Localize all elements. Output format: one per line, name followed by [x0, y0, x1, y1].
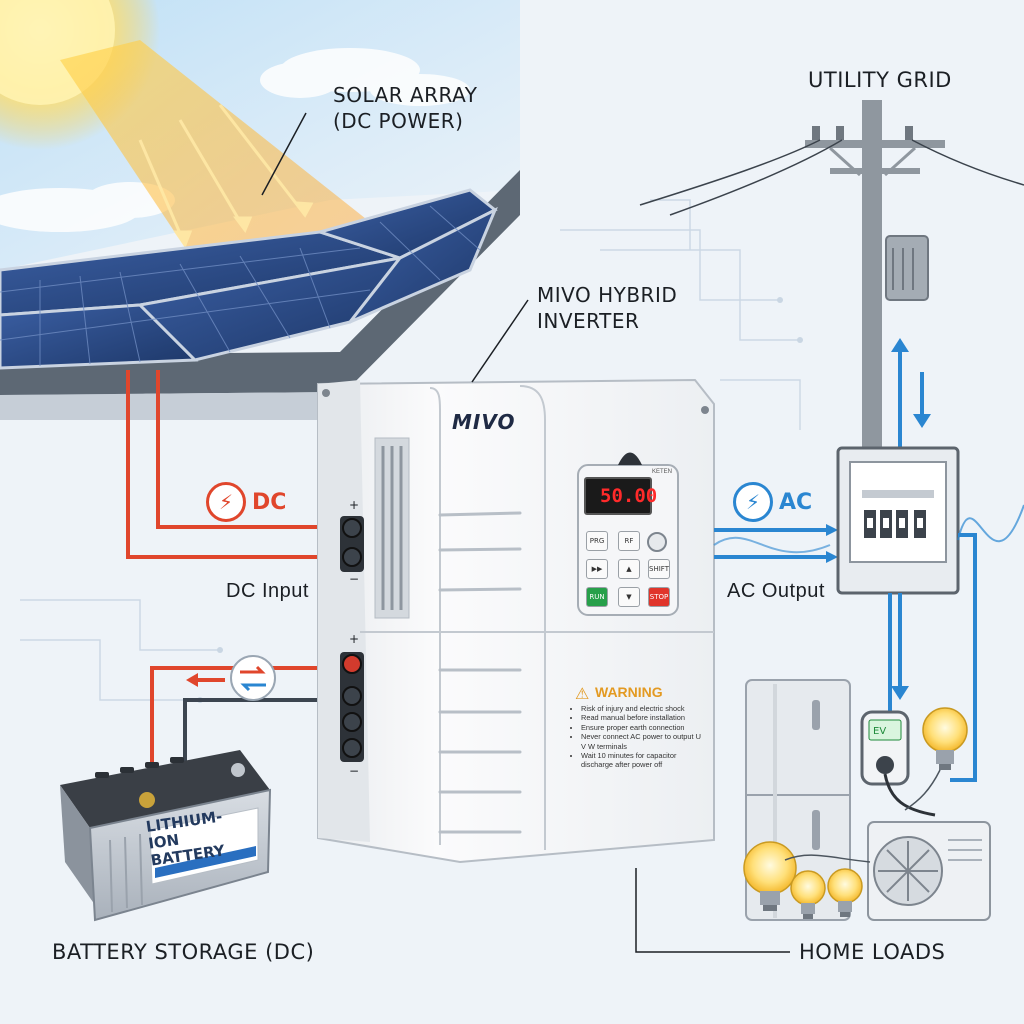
warning-item: Ensure proper earth connection: [581, 723, 701, 732]
led-display: 50.00: [584, 477, 657, 515]
utility-grid-label: UTILITY GRID: [808, 68, 952, 92]
light-bulb-icon: [922, 707, 968, 770]
light-bulb-icon: [743, 841, 797, 911]
lightning-bolt-icon: ⚡: [206, 482, 246, 522]
warning-item: Read manual before installation: [581, 713, 701, 722]
key-down[interactable]: ▼: [618, 587, 640, 607]
inverter-control-panel: 50.00 KETEN PRG RF ▶▶ ▲ SHIFT RUN ▼ STOP: [580, 467, 676, 613]
key-stop[interactable]: STOP: [648, 587, 670, 607]
ev-charger-label: EV: [873, 726, 887, 737]
warning-item: Wait 10 minutes for capacitor discharge …: [581, 751, 701, 770]
lithium-ion-battery: [60, 750, 272, 922]
ac-output-label: AC Output: [727, 580, 825, 602]
warning-title: WARNING: [595, 684, 663, 700]
key-rf[interactable]: RF: [618, 531, 640, 551]
inverter-label-line2: INVERTER: [537, 309, 640, 333]
battery-terminals: [340, 652, 364, 762]
air-conditioner-icon: [867, 821, 991, 921]
ac-flow-text: AC: [779, 489, 813, 515]
key-run[interactable]: RUN: [586, 587, 608, 607]
dc-terminal-minus-sign: −: [349, 572, 360, 586]
display-readout: 50.00: [600, 485, 658, 507]
utility-pole: [639, 100, 1024, 450]
dc-input-terminals: [340, 516, 364, 572]
solar-array-label-line1: SOLAR ARRAY: [333, 83, 478, 107]
inverter-brand-logo: MIVO: [452, 410, 516, 434]
warning-label: ⚠ WARNING Risk of injury and electric sh…: [573, 684, 701, 770]
dc-input-wires: [126, 370, 340, 559]
solar-array-label-line2: (DC POWER): [333, 109, 464, 133]
ev-charger-icon: [860, 710, 936, 817]
solar-panel-array: [0, 188, 498, 370]
transformer: [885, 235, 929, 301]
ac-flow-tag: ⚡ AC: [733, 482, 812, 522]
warning-item: Risk of injury and electric shock: [581, 704, 701, 713]
lightning-bolt-icon: ⚡: [733, 482, 773, 522]
battery-terminal-minus-sign: −: [349, 764, 360, 778]
light-bulb-icon: [827, 868, 863, 917]
key-up[interactable]: ▲: [618, 559, 640, 579]
dc-input-label: DC Input: [226, 580, 309, 602]
inverter-label: MIVO HYBRID INVERTER: [537, 282, 677, 334]
home-loads-label: HOME LOADS: [799, 940, 946, 964]
key-shift[interactable]: SHIFT: [648, 559, 670, 579]
battery-storage-label: BATTERY STORAGE (DC): [52, 940, 315, 964]
dc-terminal-plus-sign: +: [349, 498, 360, 512]
warning-list: Risk of injury and electric shock Read m…: [573, 704, 701, 770]
inverter-label-line1: MIVO HYBRID: [537, 283, 678, 307]
solar-array-label: SOLAR ARRAY (DC POWER): [333, 82, 477, 134]
grid-exchange-arrows: [898, 350, 924, 448]
hybrid-inverter: [317, 378, 715, 864]
battery-terminal-plus-sign: +: [349, 632, 360, 646]
warning-item: Never connect AC power to output U V W t…: [581, 732, 701, 751]
ac-output-wires: [713, 528, 831, 559]
sun-ray-arrows: [138, 104, 314, 249]
display-brand: KETEN: [652, 469, 673, 475]
key-forward[interactable]: ▶▶: [586, 559, 608, 579]
bidirectional-flow-icon: [230, 655, 276, 701]
battery-positive-wire: [150, 666, 340, 805]
dc-flow-text: DC: [252, 489, 287, 515]
dc-flow-tag: ⚡ DC: [206, 482, 286, 522]
warning-triangle-icon: ⚠: [575, 686, 590, 703]
light-bulb-icon: [790, 870, 826, 919]
distribution-panel: [836, 446, 960, 595]
key-prg[interactable]: PRG: [586, 531, 608, 551]
